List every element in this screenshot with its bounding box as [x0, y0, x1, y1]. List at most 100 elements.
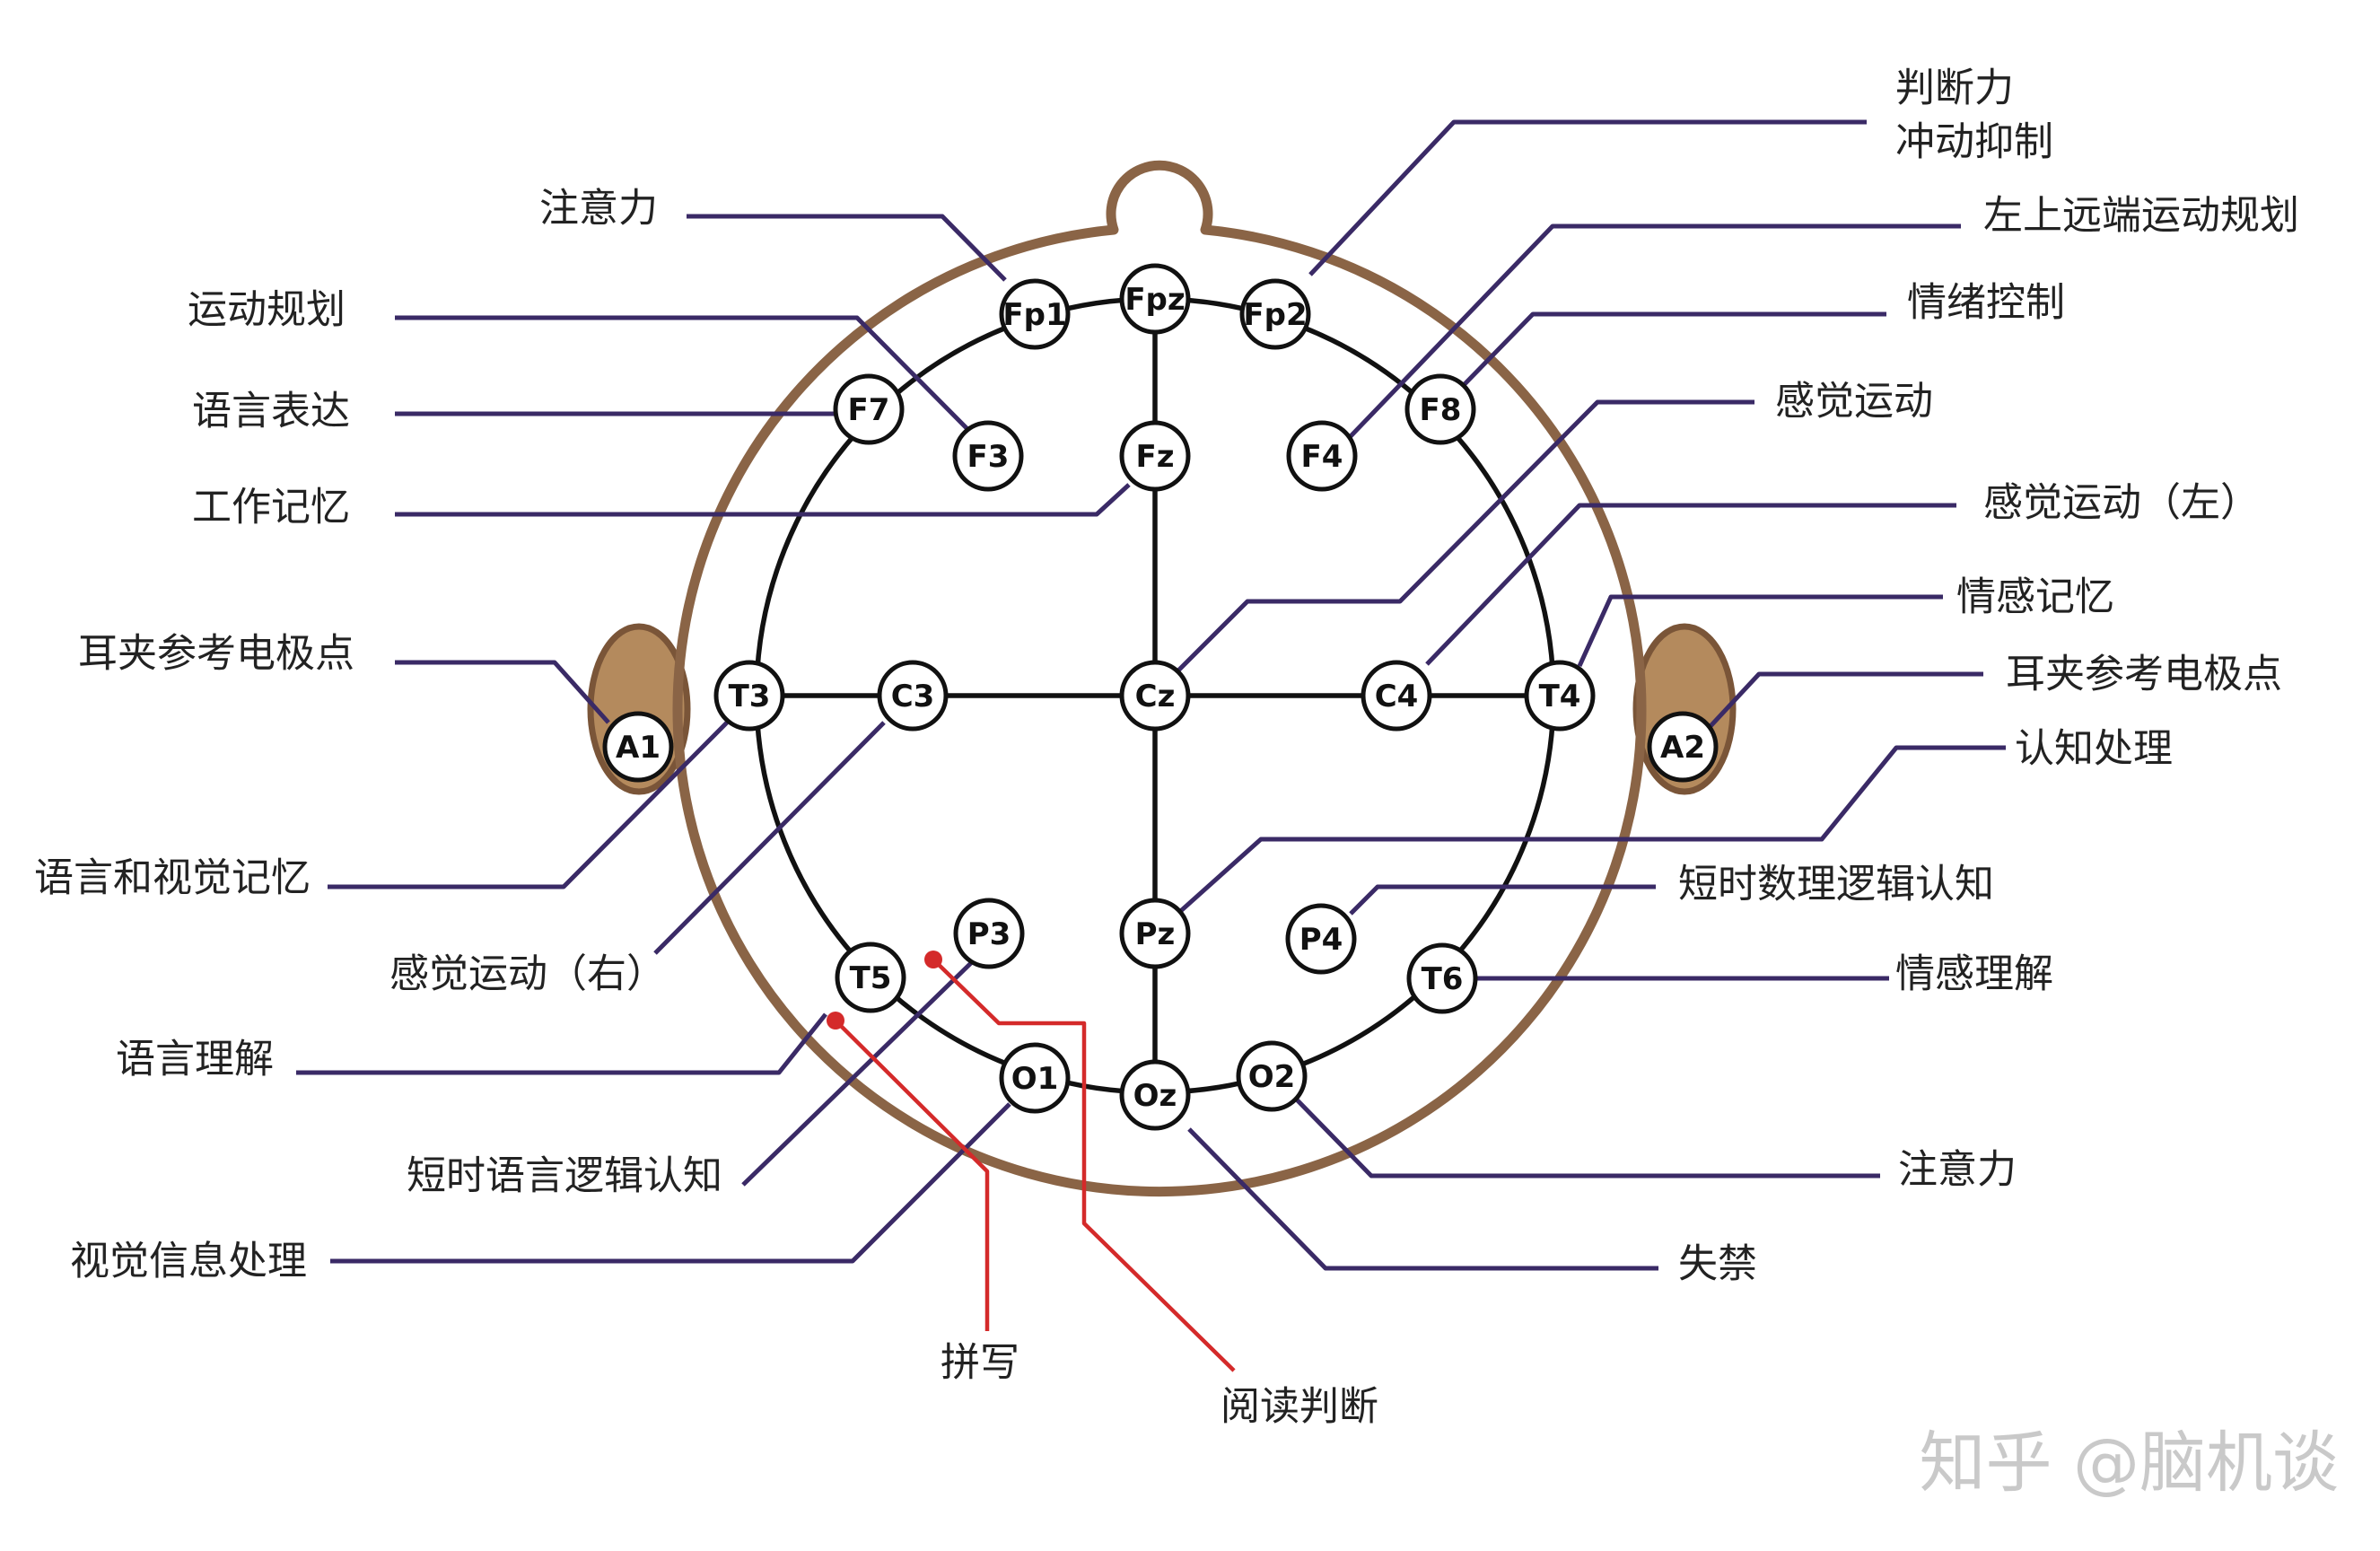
electrode-t5: T5	[835, 942, 906, 1013]
electrode-o2: O2	[1236, 1040, 1308, 1112]
leader-t4	[1577, 594, 1943, 668]
electrode-f8: F8	[1404, 373, 1476, 445]
label-f7-language-expression: 语言表达	[192, 389, 350, 434]
electrode-a1-label: A1	[616, 730, 661, 766]
leader-fp1	[687, 214, 1007, 282]
function-labels-right: 判断力 冲动抑制 左上远端运动规划 情绪控制 感觉运动 感觉运动（左） 情感记忆…	[1678, 66, 2299, 1287]
leader-t3	[328, 721, 729, 889]
label-o2-attention: 注意力	[1898, 1147, 2017, 1193]
leader-p3	[741, 959, 976, 1187]
leader-pz	[1174, 745, 2006, 917]
leader-a1	[395, 660, 610, 724]
electrode-p4-label: P4	[1299, 922, 1343, 958]
electrode-p4: P4	[1285, 903, 1357, 975]
electrode-a2-label: A2	[1660, 730, 1705, 766]
electrode-fz-label: Fz	[1135, 439, 1174, 475]
leader-f4	[1349, 223, 1961, 438]
label-a1-ear-reference: 耳夹参考电极点	[78, 631, 354, 677]
electrode-fp2-label: Fp2	[1243, 297, 1307, 333]
label-spelling: 拼写	[941, 1340, 1019, 1386]
electrode-t6: T6	[1406, 942, 1478, 1014]
leader-a2	[1708, 671, 1983, 729]
label-f8-emotion-control: 情绪控制	[1907, 280, 2065, 326]
label-cz-sensorimotor: 感觉运动	[1775, 379, 1933, 425]
electrode-c4: C4	[1361, 660, 1432, 732]
electrode-c4-label: C4	[1375, 679, 1419, 714]
electrode-pz-label: Pz	[1135, 916, 1176, 952]
label-t4-emotional-memory: 情感记忆	[1956, 574, 2114, 620]
leader-o1	[330, 1102, 1011, 1264]
electrode-c3: C3	[877, 660, 949, 732]
label-p3-short-term-verbal-logic: 短时语言逻辑认知	[407, 1153, 722, 1199]
label-fp1-attention: 注意力	[539, 186, 658, 232]
electrode-t3: T3	[713, 660, 785, 732]
label-oz-incontinence: 失禁	[1678, 1241, 1757, 1287]
electrode-t3-label: T3	[729, 679, 771, 714]
electrode-oz: Oz	[1119, 1059, 1191, 1131]
red-dot-reading	[924, 951, 942, 968]
electrodes: Fp1 Fpz Fp2 F7 F3 Fz F4 F8 A1 T3 C3 Cz C…	[602, 263, 1719, 1131]
label-reading-judgment: 阅读判断	[1221, 1384, 1378, 1430]
leader-f8	[1461, 311, 1886, 388]
leader-p4	[1349, 884, 1656, 916]
label-c4-sensorimotor-left: 感觉运动（左）	[1983, 480, 2260, 526]
electrode-t5-label: T5	[850, 960, 892, 996]
label-t5-language-comprehension: 语言理解	[116, 1037, 274, 1082]
leader-cz	[1174, 399, 1754, 675]
electrode-c3-label: C3	[891, 679, 935, 714]
label-pz-cognitive-processing: 认知处理	[2015, 726, 2173, 772]
electrode-t4: T4	[1524, 660, 1596, 732]
electrode-fpz: Fpz	[1119, 263, 1191, 335]
red-dot-spelling	[827, 1012, 844, 1030]
electrode-fp1-label: Fp1	[1002, 297, 1066, 333]
leader-spelling	[834, 1019, 990, 1331]
leader-fp2	[1308, 119, 1867, 276]
electrode-o1: O1	[999, 1042, 1071, 1114]
label-t3-language-visual-memory: 语言和视觉记忆	[34, 855, 311, 901]
electrode-o1-label: O1	[1011, 1061, 1059, 1097]
label-t6-emotion-understanding: 情感理解	[1895, 951, 2053, 997]
label-f4-distal-motor-planning: 左上远端运动规划	[1983, 193, 2299, 239]
electrode-t4-label: T4	[1539, 679, 1581, 714]
label-o1-visual-processing: 视觉信息处理	[70, 1239, 307, 1284]
electrode-f7: F7	[833, 373, 905, 445]
electrode-p3-label: P3	[967, 916, 1011, 952]
red-leader-lines	[834, 958, 1236, 1372]
electrode-f7-label: F7	[848, 392, 890, 428]
electrode-cz-label: Cz	[1135, 679, 1176, 714]
electrode-fp1: Fp1	[999, 278, 1071, 350]
watermark: 知乎 @脑机谈	[1919, 1424, 2339, 1502]
leader-reading	[932, 958, 1236, 1372]
function-labels-left: 注意力 运动规划 语言表达 工作记忆 耳夹参考电极点 语言和视觉记忆 感觉运动（…	[34, 186, 722, 1284]
label-fp2-judgment: 判断力	[1895, 66, 2014, 111]
electrode-fpz-label: Fpz	[1124, 282, 1185, 318]
electrode-f4-label: F4	[1301, 439, 1343, 475]
electrode-f3: F3	[952, 420, 1024, 492]
leader-oz	[1187, 1127, 1658, 1271]
head-outline	[672, 160, 1647, 1197]
leader-c3	[653, 721, 886, 955]
electrode-p3: P3	[953, 898, 1025, 969]
electrode-fp2: Fp2	[1239, 278, 1311, 350]
electrode-t6-label: T6	[1422, 961, 1464, 997]
leader-lines	[296, 119, 2006, 1271]
electrode-f4: F4	[1286, 420, 1358, 492]
electrode-f8-label: F8	[1420, 392, 1462, 428]
leader-c4	[1425, 503, 1956, 666]
electrode-cz: Cz	[1119, 660, 1191, 732]
electrode-a1: A1	[602, 711, 674, 783]
leader-t5	[296, 1012, 827, 1075]
leader-fz	[395, 483, 1131, 517]
electrode-o2-label: O2	[1248, 1059, 1296, 1095]
label-a2-ear-reference: 耳夹参考电极点	[2006, 652, 2282, 697]
label-f3-motor-planning: 运动规划	[188, 287, 346, 333]
leader-o2	[1286, 1089, 1880, 1179]
electrode-pz: Pz	[1119, 898, 1191, 969]
leader-f3	[395, 315, 972, 434]
electrode-fz: Fz	[1119, 420, 1191, 492]
label-c3-sensorimotor-right: 感觉运动（右）	[389, 951, 666, 997]
label-fp2-impulse-inhibition: 冲动抑制	[1895, 119, 2053, 165]
electrode-f3-label: F3	[967, 439, 1010, 475]
